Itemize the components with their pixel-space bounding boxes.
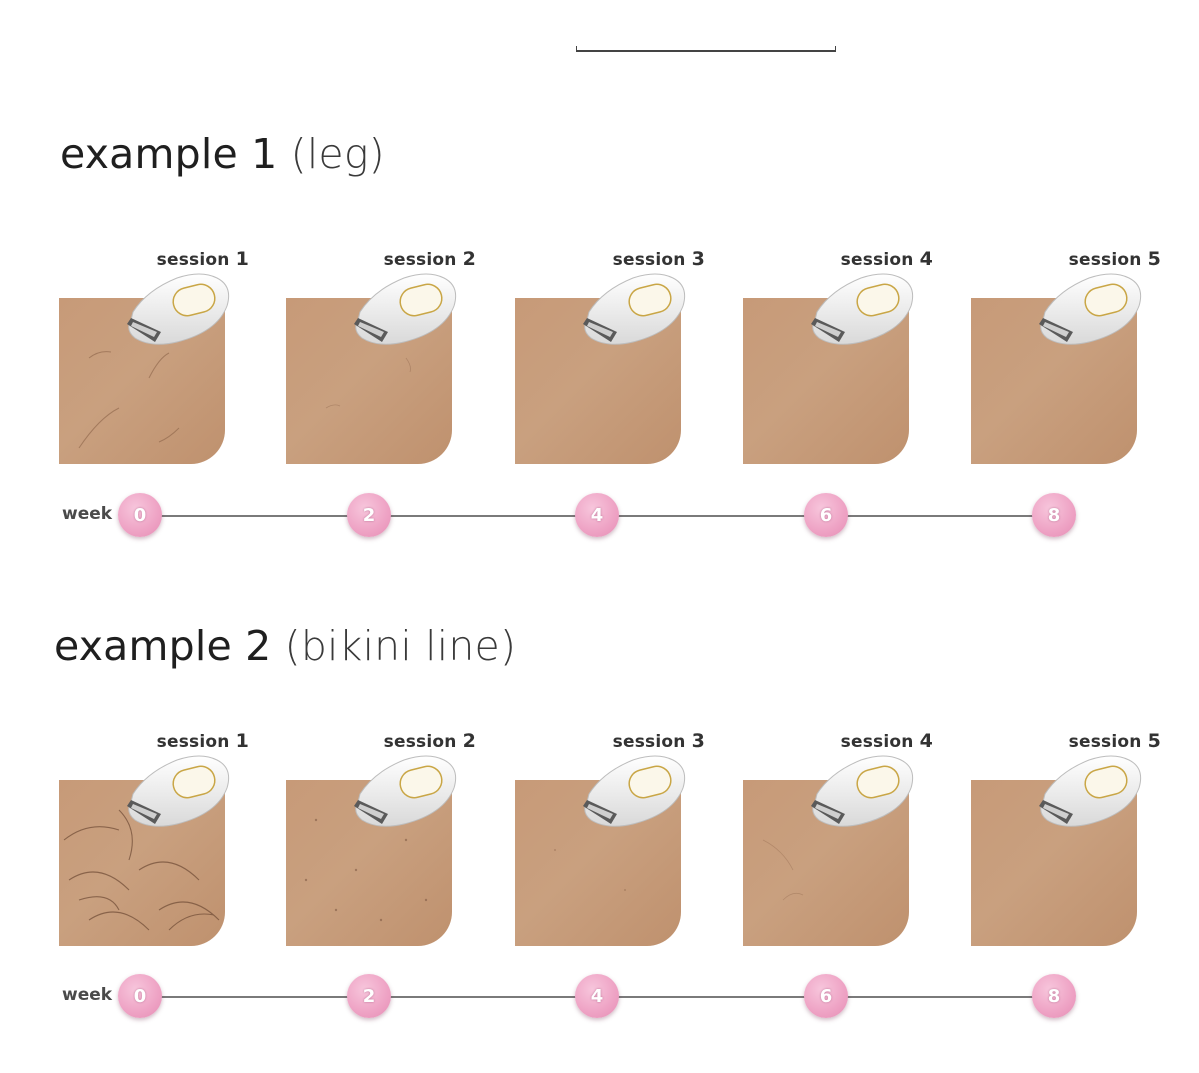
ipl-device-icon — [348, 272, 458, 350]
session-number: 2 — [462, 248, 476, 270]
session-number: 4 — [919, 248, 933, 270]
session-number: 3 — [691, 248, 705, 270]
session-label-text: session — [840, 732, 914, 752]
week-marker: 6 — [804, 493, 848, 537]
ipl-device-icon — [121, 272, 231, 350]
top-divider — [576, 46, 836, 52]
ipl-device-icon — [348, 754, 458, 832]
ipl-device-icon — [1033, 272, 1143, 350]
ipl-device-icon — [1033, 754, 1143, 832]
session-label-text: session — [383, 250, 457, 270]
session-label-text: session — [383, 732, 457, 752]
ipl-device-icon — [805, 272, 915, 350]
session-number: 1 — [235, 730, 249, 752]
session-number: 2 — [462, 730, 476, 752]
session-label-text: session — [612, 732, 686, 752]
session-number: 3 — [691, 730, 705, 752]
ipl-device-icon — [577, 754, 687, 832]
session-number: 5 — [1147, 730, 1161, 752]
week-marker: 8 — [1032, 493, 1076, 537]
week-marker: 6 — [804, 974, 848, 1018]
session-number: 5 — [1147, 248, 1161, 270]
week-label: week — [62, 504, 113, 524]
ipl-device-icon — [577, 272, 687, 350]
session-label-text: session — [1068, 732, 1142, 752]
week-marker: 0 — [118, 493, 162, 537]
example-2-title: example 2 (bikini line) — [54, 622, 517, 670]
ipl-device-icon — [805, 754, 915, 832]
session-label-text: session — [1068, 250, 1142, 270]
week-marker: 8 — [1032, 974, 1076, 1018]
ipl-device-icon — [121, 754, 231, 832]
session-label-text: session — [156, 732, 230, 752]
session-number: 4 — [919, 730, 933, 752]
session-label-text: session — [156, 250, 230, 270]
example-1-title: example 1 (leg) — [60, 130, 385, 178]
week-marker: 4 — [575, 974, 619, 1018]
week-marker: 0 — [118, 974, 162, 1018]
week-marker: 2 — [347, 493, 391, 537]
week-marker: 2 — [347, 974, 391, 1018]
session-label-text: session — [840, 250, 914, 270]
session-label-text: session — [612, 250, 686, 270]
week-label: week — [62, 985, 113, 1005]
session-number: 1 — [235, 248, 249, 270]
week-marker: 4 — [575, 493, 619, 537]
